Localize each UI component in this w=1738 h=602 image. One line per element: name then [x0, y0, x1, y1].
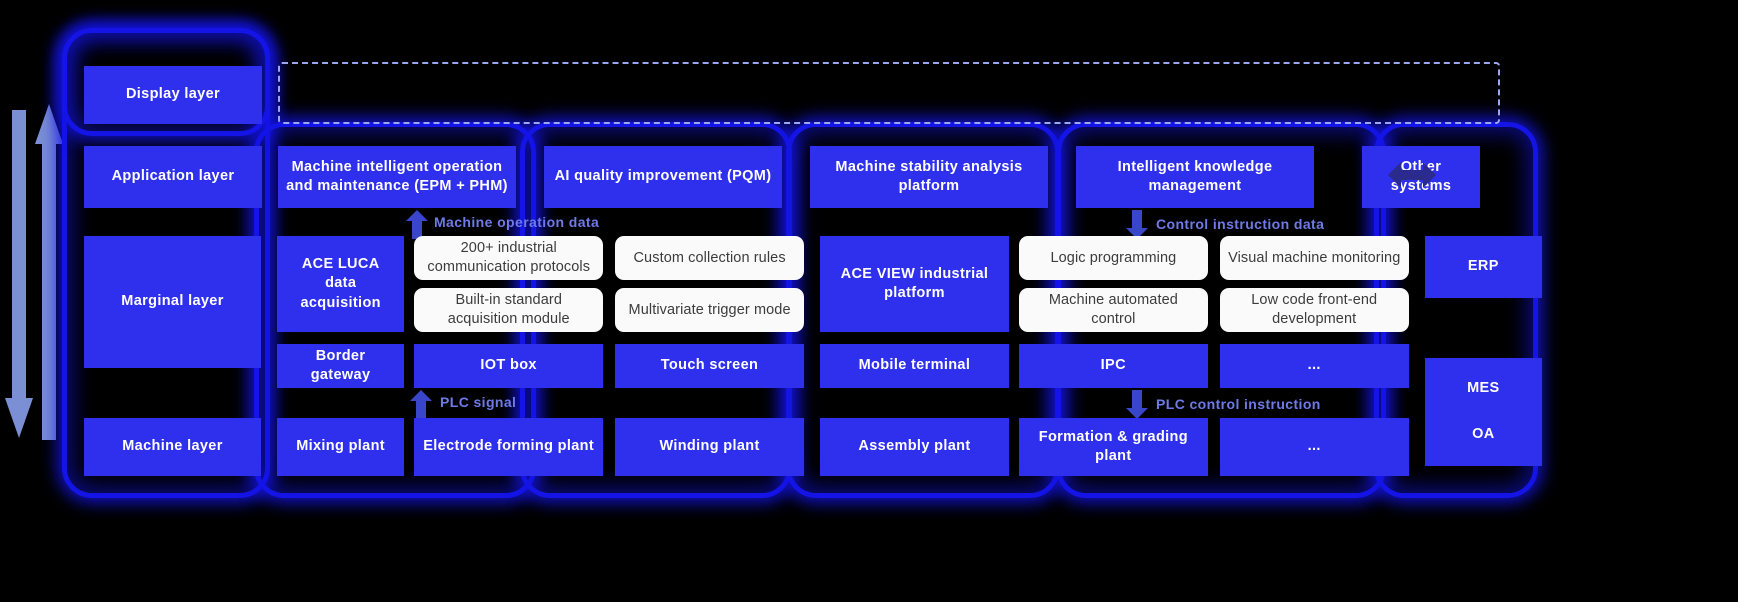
marginal-layer-label: Marginal layer — [84, 236, 262, 368]
application-layer-row: Application layer Machine intelligent op… — [62, 146, 1542, 208]
band-label-control-instruction-data: Control instruction data — [1156, 216, 1325, 232]
band-label-plc-control-instruction: PLC control instruction — [1156, 396, 1321, 412]
display-layer-row: Display layer — [62, 66, 1542, 124]
upward-flow-arrow — [35, 102, 63, 440]
band-label-plc-signal: PLC signal — [440, 394, 517, 410]
display-layer-label: Display layer — [84, 66, 262, 124]
marginal-layer-row: Marginal layer ACE LUCA data acquisition… — [62, 236, 1543, 368]
device-touch-screen[interactable]: Touch screen — [615, 344, 804, 388]
band-application-marginal: Machine operation data Control instructi… — [62, 210, 1542, 239]
chip-standard-acquisition-module[interactable]: Built-in standard acquisition module — [414, 288, 604, 332]
chip-machine-automated-control[interactable]: Machine automated control — [1018, 288, 1208, 332]
device-mobile-terminal[interactable]: Mobile terminal — [819, 344, 1009, 388]
plant-more[interactable]: ... — [1219, 418, 1409, 476]
app-card-knowledge-management[interactable]: Intelligent knowledge management — [1076, 146, 1314, 208]
chip-visual-machine-monitoring[interactable]: Visual machine monitoring — [1219, 236, 1409, 280]
app-card-pqm[interactable]: AI quality improvement (PQM) — [544, 146, 782, 208]
app-card-stability-platform[interactable]: Machine stability analysis platform — [810, 146, 1048, 208]
device-ipc[interactable]: IPC — [1018, 344, 1208, 388]
application-layer-label: Application layer — [84, 146, 262, 208]
plant-electrode-forming[interactable]: Electrode forming plant — [414, 418, 604, 476]
chip-industrial-protocols[interactable]: 200+ industrial communication protocols — [414, 236, 604, 280]
display-layer-dashed-boundary — [278, 62, 1500, 124]
device-iot-box[interactable]: IOT box — [414, 344, 604, 388]
app-card-epm-phm[interactable]: Machine intelligent operation and mainte… — [278, 146, 516, 208]
chip-custom-collection-rules[interactable]: Custom collection rules — [615, 236, 805, 280]
side-arrows — [0, 104, 64, 455]
chip-multivariate-trigger-mode[interactable]: Multivariate trigger mode — [615, 288, 805, 332]
right-card-oa[interactable]: OA — [1424, 404, 1543, 466]
marginal-device-row: Border gateway IOT box Touch screen Mobi… — [62, 344, 1542, 420]
device-more[interactable]: ... — [1219, 344, 1409, 388]
plant-winding[interactable]: Winding plant — [615, 418, 805, 476]
band-label-machine-operation-data: Machine operation data — [434, 214, 600, 230]
machine-layer-label: Machine layer — [84, 418, 261, 476]
device-border-gateway[interactable]: Border gateway — [276, 344, 405, 388]
ace-luca-platform[interactable]: ACE LUCA data acquisition — [277, 236, 405, 332]
plant-assembly[interactable]: Assembly plant — [820, 418, 1009, 476]
ace-view-platform[interactable]: ACE VIEW industrial platform — [820, 236, 1009, 332]
right-card-erp[interactable]: ERP — [1424, 236, 1543, 298]
chip-low-code-front-end-development[interactable]: Low code front-end development — [1219, 288, 1409, 332]
plant-mixing[interactable]: Mixing plant — [276, 418, 405, 476]
band-marginal-machine: PLC signal PLC control instruction — [62, 390, 1542, 419]
machine-layer-row: Machine layer Mixing plant Electrode for… — [62, 404, 1543, 476]
bidirectional-integration-arrow — [1388, 162, 1436, 188]
downward-flow-arrow — [5, 110, 33, 440]
plant-formation-grading[interactable]: Formation & grading plant — [1018, 418, 1208, 476]
chip-logic-programming[interactable]: Logic programming — [1018, 236, 1208, 280]
